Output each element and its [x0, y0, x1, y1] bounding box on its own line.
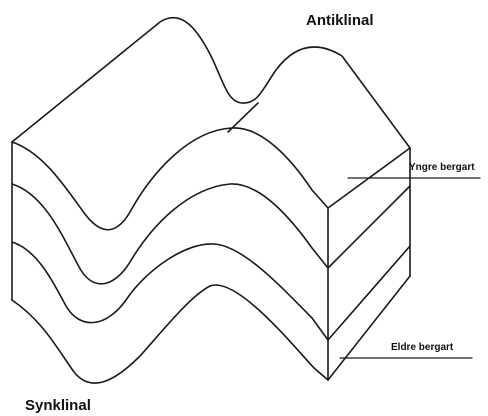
top-front-edge — [12, 128, 328, 230]
syncline-label: Synklinal — [25, 397, 91, 414]
anticline-label: Antiklinal — [306, 12, 374, 29]
top-hinge-line — [228, 103, 258, 132]
older-rock-label: Eldre bergart — [391, 342, 453, 353]
front-bed-layer-1 — [12, 184, 328, 284]
right-face-bed-2 — [328, 246, 410, 340]
front-bottom-edge — [12, 285, 328, 383]
top-back-edge — [12, 18, 410, 148]
younger-rock-label: Yngre bergart — [409, 162, 475, 173]
right-face-bottom-edge — [328, 276, 410, 380]
front-bed-layer-2 — [12, 242, 328, 340]
